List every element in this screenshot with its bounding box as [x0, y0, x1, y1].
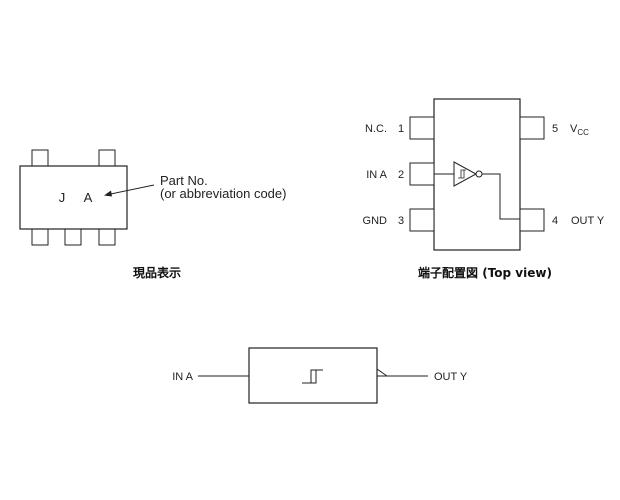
inverter-symbol [453, 161, 478, 187]
pin-configuration-diagram: N.C. 1 IN A 2 GND 3 5 VCC 4 OUT Y 端子配置図 … [363, 98, 605, 280]
output-wire [482, 173, 520, 220]
pin-3-name: GND [363, 215, 388, 227]
logic-input-label: IN A [172, 371, 193, 383]
pin-4-name: OUT Y [571, 215, 605, 227]
pin-2-name: IN A [366, 169, 387, 181]
schmitt-hysteresis-icon [458, 169, 466, 179]
top-lead-right [98, 149, 116, 167]
marking-caption: 現品表示 [133, 265, 181, 280]
pin-3-lead [409, 208, 435, 232]
logic-output-label: OUT Y [434, 371, 468, 383]
pin-1-name: N.C. [365, 123, 387, 135]
pin-3-number: 3 [398, 215, 404, 227]
part-no-sublabel: (or abbreviation code) [160, 186, 286, 201]
leader-line [105, 184, 155, 196]
leader-arrowhead [104, 190, 112, 197]
pin-4-number: 4 [552, 215, 558, 227]
pin-2-number: 2 [398, 169, 404, 181]
package-body [19, 165, 128, 230]
logic-buffer-box [248, 347, 378, 404]
pin-1-number: 1 [398, 123, 404, 135]
logic-symbol-diagram: IN A OUT Y [172, 347, 468, 404]
pin-1-lead [409, 116, 435, 140]
pin-5-lead [519, 116, 545, 140]
marking-code-letter-1: J [59, 190, 66, 205]
bottom-lead-3 [98, 228, 116, 246]
pin-5-name: VCC [570, 123, 589, 137]
marking-code-letter-2: A [84, 190, 93, 205]
top-lead-left [31, 149, 49, 167]
pin-5-number: 5 [552, 123, 558, 135]
pin-4-lead [519, 208, 545, 232]
logic-output-notch [376, 368, 388, 377]
inverter-bubble [475, 170, 483, 178]
part-no-label: Part No. [160, 173, 208, 188]
schmitt-trigger-icon [302, 369, 323, 384]
bottom-lead-1 [31, 228, 49, 246]
pinout-caption: 端子配置図 (Top view) [418, 265, 552, 280]
package-marking-diagram: J A Part No. (or abbreviation code) 現品表示 [19, 149, 286, 280]
pin-2-lead [409, 162, 435, 186]
bottom-lead-2 [64, 228, 82, 246]
